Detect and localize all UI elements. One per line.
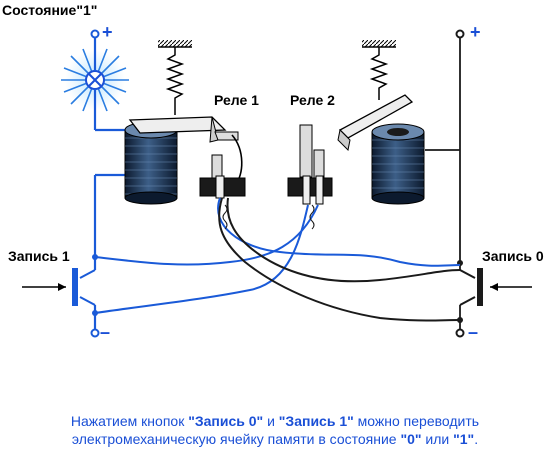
caption-line-2: электромеханическую ячейку памяти в сост… (0, 430, 550, 448)
relay2-coil (371, 123, 425, 205)
caption-text: и (263, 413, 279, 429)
state-label: Состояние"1" (2, 2, 98, 18)
relay1-armature (128, 116, 246, 199)
lamp (61, 46, 129, 114)
minus-right-label: – (468, 322, 479, 342)
relay1-label: Реле 1 (214, 92, 259, 108)
write1-label: Запись 1 (8, 248, 70, 264)
caption-state0: "0" (400, 431, 422, 447)
write0-button-symbol (459, 268, 532, 306)
caption-text: или (421, 431, 454, 447)
caption-text: Нажатием кнопок (70, 413, 189, 429)
write0-label: Запись 0 (482, 248, 544, 264)
ground-right (362, 40, 396, 100)
caption-state1: "1" (453, 431, 475, 447)
caption-text: электромеханическую ячейку памяти в сост… (71, 431, 401, 447)
ground-left (158, 40, 192, 115)
caption: Нажатием кнопок "Запись 0" и "Запись 1" … (0, 412, 550, 448)
write1-button-symbol (22, 268, 96, 306)
minus-left-label: – (100, 322, 111, 342)
caption-text: можно переводить (353, 413, 480, 429)
right-wiring (425, 38, 461, 330)
wire-twists (222, 204, 315, 230)
caption-button0: "Запись 0" (188, 413, 264, 429)
relay1-coil (124, 121, 178, 205)
crossing-wires (94, 197, 461, 322)
plus-right-label: + (470, 22, 481, 42)
caption-text: . (474, 431, 479, 447)
caption-line-1: Нажатием кнопок "Запись 0" и "Запись 1" … (0, 412, 550, 430)
relay2-armature (287, 94, 414, 205)
plus-left-label: + (102, 22, 113, 42)
relay2-label: Реле 2 (290, 92, 335, 108)
caption-button1: "Запись 1" (278, 413, 354, 429)
